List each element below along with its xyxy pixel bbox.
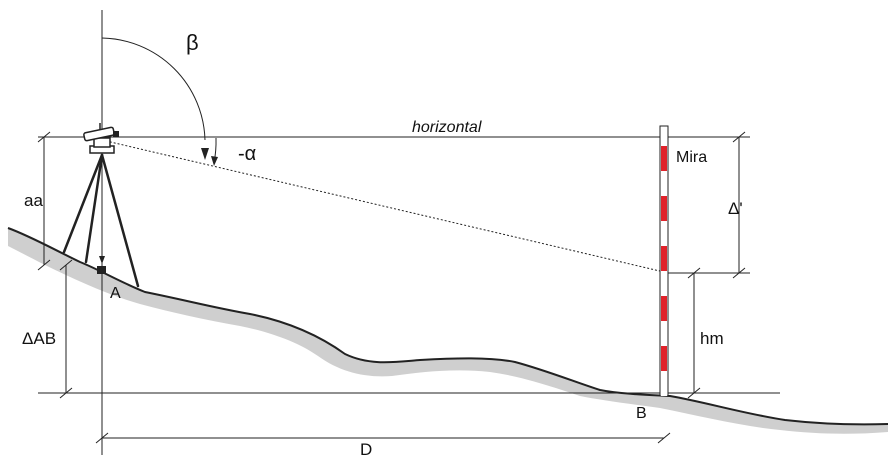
horizontal-label: horizontal [412, 119, 482, 136]
delta-ab-label: ΔAB [22, 329, 56, 348]
beta-arc [101, 37, 206, 141]
mira-segment [661, 171, 667, 196]
tripod [62, 153, 140, 288]
mira-segment [661, 271, 667, 296]
mira-segment [661, 246, 667, 271]
mira-segment [661, 346, 667, 371]
ground-line [7, 227, 888, 426]
mira-segment [661, 196, 667, 221]
alpha-arrowhead [211, 156, 218, 166]
station-marker-a [97, 266, 106, 274]
mira-segment [661, 321, 667, 346]
mira-segment [661, 146, 667, 171]
dimension-d [95, 432, 671, 444]
hm-label: hm [700, 329, 724, 348]
sight-line [101, 139, 665, 273]
beta-label: β [186, 30, 199, 55]
dimension-delta-prime [732, 131, 746, 279]
theodolite-icon [83, 123, 119, 154]
mira-staff [659, 125, 669, 397]
dimension-hm [687, 267, 701, 399]
mira-segment [661, 371, 667, 396]
aa-label: aa [24, 191, 43, 210]
dimension-delta-ab [59, 259, 73, 399]
mira-segment [661, 221, 667, 246]
beta-arrowhead [201, 148, 209, 160]
distance-label: D [360, 440, 372, 455]
point-a-label: A [110, 285, 121, 302]
alpha-label: -α [238, 143, 256, 165]
mira-segment [661, 296, 667, 321]
delta-prime-label: Δ' [728, 199, 743, 218]
dimension-aa [37, 131, 51, 271]
mira-label: Mira [676, 149, 707, 166]
plumb-arrowhead [99, 256, 105, 264]
ground-shadow [8, 228, 888, 434]
point-b-label: B [636, 405, 647, 422]
